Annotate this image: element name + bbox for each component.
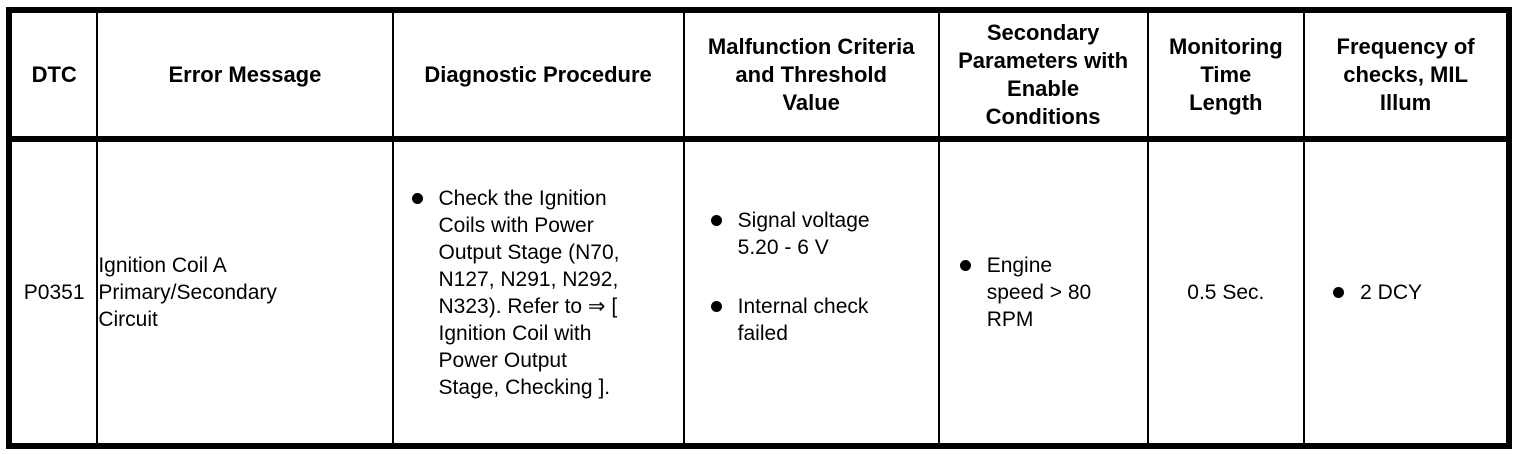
bullet-text: Internal check failed [737, 294, 869, 345]
header-cell-frequency-of-checks: Frequency of checks, MIL Illum [1303, 9, 1510, 142]
diagnostic-procedure-list: Check the Ignition Coils with Power Outp… [395, 185, 682, 401]
header-cell-dtc: DTC [7, 9, 99, 142]
bullet-item: Check the Ignition Coils with Power Outp… [411, 185, 677, 401]
bullet-icon [710, 300, 722, 312]
cell-monitoring-time: 0.5 Sec. [1146, 138, 1306, 447]
malfunction-criteria-list: Signal voltage 5.20 - 6 V Internal check … [686, 207, 937, 347]
cell-malfunction-criteria: Signal voltage 5.20 - 6 V Internal check … [682, 138, 940, 447]
bullet-text: Engine speed > 80 RPM [986, 254, 1092, 331]
header-cell-error-message: Error Message [96, 9, 394, 142]
table-body: P0351 Ignition Coil A Primary/Secondary … [7, 138, 1510, 447]
bullet-item: Signal voltage 5.20 - 6 V [710, 207, 932, 261]
bullet-item: Internal check failed [710, 293, 932, 347]
bullet-icon [959, 260, 971, 271]
bullet-item: 2 DCY [1333, 279, 1500, 306]
header-cell-malfunction-criteria: Malfunction Criteria and Threshold Value [682, 9, 940, 142]
cell-dtc-code: P0351 [7, 138, 99, 447]
bullet-icon [411, 192, 423, 204]
header-cell-secondary-parameters: Secondary Parameters with Enable Conditi… [937, 9, 1149, 142]
bullet-item: Engine speed > 80 RPM [959, 252, 1141, 333]
secondary-parameters-list: Engine speed > 80 RPM [941, 252, 1146, 333]
table-row: P0351 Ignition Coil A Primary/Secondary … [7, 138, 1510, 447]
cell-diagnostic-procedure: Check the Ignition Coils with Power Outp… [391, 138, 685, 447]
header-cell-diagnostic-procedure: Diagnostic Procedure [391, 9, 685, 142]
cell-frequency-of-checks: 2 DCY [1303, 138, 1510, 447]
bullet-text: Check the Ignition Coils with Power Outp… [438, 186, 620, 399]
dtc-table-container: DTC Error Message Diagnostic Procedure M… [6, 7, 1512, 449]
frequency-of-checks-list: 2 DCY [1306, 279, 1506, 306]
bullet-text: Signal voltage 5.20 - 6 V [737, 208, 870, 259]
header-cell-monitoring-time: Monitoring Time Length [1146, 9, 1306, 142]
table-header: DTC Error Message Diagnostic Procedure M… [7, 9, 1510, 142]
bullet-icon [710, 214, 722, 226]
cell-error-message: Ignition Coil A Primary/Secondary Circui… [96, 138, 394, 447]
bullet-text: 2 DCY [1360, 281, 1422, 304]
header-row: DTC Error Message Diagnostic Procedure M… [7, 9, 1510, 142]
dtc-table: DTC Error Message Diagnostic Procedure M… [6, 7, 1512, 449]
bullet-icon [1333, 287, 1345, 298]
cell-secondary-parameters: Engine speed > 80 RPM [937, 138, 1149, 447]
